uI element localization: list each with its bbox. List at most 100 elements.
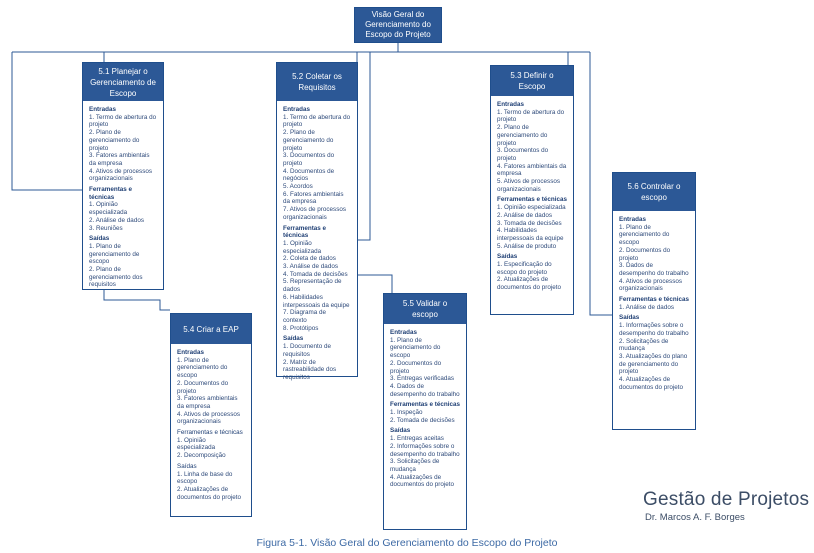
figure-caption: Figura 5-1. Visão Geral do Gerenciamento…	[256, 537, 558, 549]
section-item: 6. Habilidades interpessoais da equipe	[283, 293, 350, 309]
section-item: 3. Fatores ambientais da empresa	[89, 152, 150, 167]
section-item: 1. Especificação do escopo do projeto	[497, 261, 552, 276]
brand-author: Dr. Marcos A. F. Borges	[645, 512, 745, 523]
section-item: 2. Atualizações de documentos do projeto	[177, 485, 242, 501]
section-item: 3. Reuniões	[89, 224, 123, 232]
process-title: 5.1 Planejar o Gerenciamento de Escopo	[83, 63, 163, 101]
section-title: Saídas	[390, 427, 411, 435]
section-item: 3. Entregas verificadas	[390, 375, 455, 383]
section-item: 1. Plano de gerenciamento do escopo	[390, 336, 441, 360]
section-item: 3. Atualizações do plano de gerenciament…	[619, 352, 688, 376]
section-item: 3. Dados de desempenho do trabalho	[619, 262, 689, 277]
section-item: 3. Tomada de decisões	[497, 219, 562, 227]
section-item: 2. Coleta de dados	[283, 255, 336, 263]
section-item: 1. Termo de abertura do projeto	[283, 113, 351, 129]
section-item: 1. Opinião especializada	[89, 201, 128, 217]
section-title: Entradas	[497, 101, 524, 108]
section-item: 6. Fatores ambientais da empresa	[283, 190, 344, 206]
connector-to-5-6	[589, 52, 612, 316]
root-title-line-3: Escopo do Projeto	[365, 30, 431, 39]
section-item: 1. Termo de abertura do projeto	[497, 108, 565, 124]
root-title-box: Visão Geral do Gerenciamento do Escopo d…	[354, 7, 442, 43]
section-title: Saídas	[89, 235, 110, 243]
section-item: 3. Documentos do projeto	[283, 152, 335, 167]
section-title: Ferramentas e técnicas	[619, 296, 690, 304]
section-title: Ferramentas e técnicas	[177, 429, 243, 437]
section-item: 4. Atualizações de documentos do projeto	[619, 376, 684, 391]
section-item: 5. Análise de produto	[497, 242, 557, 250]
section-item: 1. Informações sobre o desempenho do tra…	[619, 322, 689, 337]
section-item: 2. Matriz de rastreabilidade dos requisi…	[283, 358, 337, 381]
section-item: 2. Documentos do projeto	[390, 359, 442, 375]
section-item: 4. Tomada de decisões	[283, 270, 348, 278]
section-item: 2. Tomada de decisões	[390, 416, 455, 424]
section-item: 4. Ativos de processos organizacionais	[619, 277, 683, 293]
section-item: 3. Documentos do projeto	[497, 147, 549, 162]
section-item: 2. Plano de gerenciamento do projeto	[89, 129, 140, 152]
section-item: 1. Termo de abertura do projeto	[89, 113, 157, 129]
section-item: 1. Opinião especializada	[177, 436, 216, 452]
section-item: 2. Solicitações de mudança	[619, 337, 669, 353]
process-title: 5.6 Controlar o escopo	[613, 173, 695, 211]
section-item: 1. Inspeção	[390, 409, 423, 417]
section-item: 3. Análise de dados	[283, 263, 338, 271]
section-item: 2. Informações sobre o desempenho do tra…	[390, 442, 460, 458]
section-title: Entradas	[619, 216, 646, 223]
section-item: 1. Documento de requisitos	[283, 343, 331, 358]
process-title: 5.2 Coletar os Requisitos	[277, 63, 357, 101]
section-title: Entradas	[390, 329, 417, 336]
section-item: 1. Linha de base do escopo	[177, 470, 233, 486]
section-item: 4. Fatores ambientais da empresa	[497, 162, 567, 178]
section-item: 2. Análise de dados	[89, 216, 144, 224]
section-item: 1. Plano de gerenciamento de escopo	[89, 242, 140, 266]
process-title: 5.4 Criar a EAP	[171, 314, 251, 344]
section-item: 8. Protótipos	[283, 324, 319, 332]
section-item: 5. Acordos	[283, 183, 313, 191]
section-item: 7. Ativos de processos organizacionais	[283, 206, 347, 221]
section-item: 1. Plano de gerenciamento do escopo	[177, 356, 228, 380]
root-title-line-2: Gerenciamento do	[365, 20, 431, 29]
section-title: Ferramentas e técnicas	[390, 401, 461, 409]
section-title: Saídas	[177, 462, 197, 470]
connector-to-5-5	[356, 52, 393, 293]
section-title: Ferramentas e técnicas	[283, 224, 327, 240]
section-item: 4. Documentos de negócios	[283, 167, 335, 183]
section-title: Ferramentas e técnicas	[497, 196, 568, 204]
section-item: 1. Opinião especializada	[497, 204, 566, 212]
section-title: Saídas	[283, 335, 304, 343]
section-item: 4. Ativos de processos organizacionais	[89, 167, 153, 183]
section-title: Entradas	[283, 106, 310, 113]
section-title: Entradas	[89, 106, 116, 113]
section-item: 4. Habilidades interpessoais da equipe	[497, 227, 564, 242]
section-title: Saídas	[497, 253, 518, 261]
section-item: 2. Documentos do projeto	[619, 246, 671, 262]
section-title: Entradas	[177, 349, 204, 356]
section-item: 5. Representação de dados	[283, 278, 342, 294]
section-item: 2. Plano de gerenciamento dos requisitos	[89, 266, 143, 289]
section-title: Ferramentas e técnicas	[89, 186, 133, 201]
section-item: 1. Opinião especializada	[283, 239, 322, 255]
section-item: 2. Documentos do projeto	[177, 379, 229, 395]
section-item: 2. Plano de gerenciamento do projeto	[497, 124, 548, 147]
section-item: 2. Atualizações de documentos do projeto	[497, 276, 562, 292]
connector-to-5-2	[358, 52, 371, 241]
brand-title: Gestão de Projetos	[643, 489, 810, 510]
section-item: 2. Plano de gerenciamento do projeto	[283, 129, 334, 152]
section-item: 4. Atualizações de documentos do projeto	[390, 473, 455, 489]
process-title: 5.3 Definir o Escopo	[491, 66, 573, 96]
section-title: Saídas	[619, 314, 640, 322]
section-item: 2. Análise de dados	[497, 211, 552, 219]
section-item: 3. Solicitações de mudança	[390, 458, 440, 473]
section-item: 3. Fatores ambientais da empresa	[177, 395, 238, 410]
section-item: 1. Entregas aceitas	[390, 435, 444, 443]
